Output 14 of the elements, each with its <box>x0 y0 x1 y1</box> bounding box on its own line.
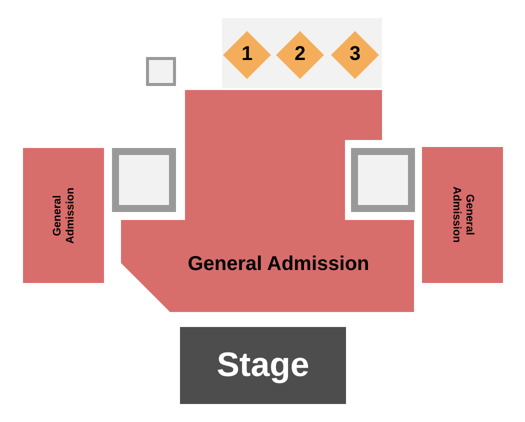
stage-label: Stage <box>216 346 310 386</box>
marker-number: 3 <box>348 43 362 66</box>
platform-square <box>146 57 176 86</box>
platform-square <box>351 148 415 212</box>
seating-section <box>23 148 104 283</box>
section-label: General Admission <box>186 253 370 276</box>
marker-number: 1 <box>240 43 254 66</box>
platform-square <box>112 148 176 212</box>
seating-area <box>222 18 382 88</box>
stage-block <box>180 327 346 404</box>
marker-number: 2 <box>293 43 307 66</box>
seating-section <box>422 147 503 283</box>
section-label: General Admission <box>50 186 76 246</box>
section-label: General Admission <box>450 186 476 245</box>
